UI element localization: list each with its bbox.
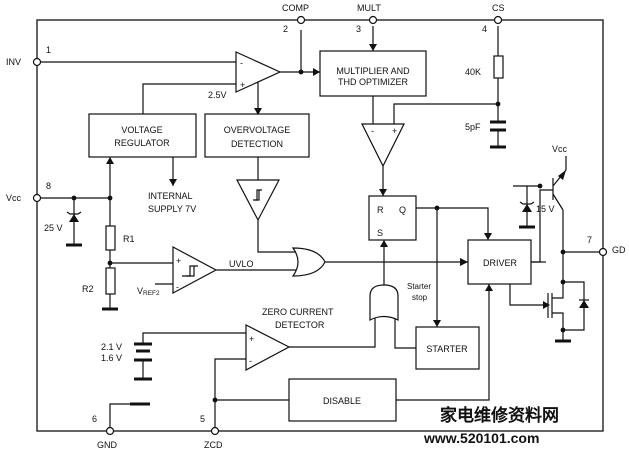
overvoltage-buffer [236,179,280,222]
capacitor-5pf-label: 5pF [465,122,481,132]
overvoltage-label-line1: OVERVOLTAGE [224,125,291,135]
r2-label: R2 [82,284,94,294]
vref2-label: VREF2 [137,286,160,297]
pin-comp-label: COMP [282,3,309,13]
or-gate-starter [369,284,399,321]
pin-gnd: GND 6 [92,414,118,450]
uvlo-comp-minus: - [176,282,179,292]
pin-inv-label: INV [6,57,21,67]
rs-flipflop: R Q S [368,195,417,241]
pin-inv-number: 1 [46,45,51,55]
disable-block: DISABLE [288,378,397,422]
multiplier-label-line2: THD OPTIMIZER [338,77,408,87]
voltage-regulator-label-line1: VOLTAGE [121,125,162,135]
pin-mult-number: 3 [356,24,361,34]
ground-symbols [66,145,571,406]
zcd-comp-plus: + [249,334,254,344]
starter-stop-label-line2: stop [412,293,428,302]
starter-label: STARTER [426,344,468,354]
pin-vcc-label: Vcc [6,193,22,203]
vcc-top-label: Vcc [552,144,568,154]
pin-gnd-label: GND [97,440,118,450]
driver-label: DRIVER [483,258,518,268]
arrowheads [106,44,566,327]
cs-comp-minus: - [371,126,374,136]
pin-gnd-number: 6 [92,414,97,424]
current-sense-comparator: - + [361,123,405,168]
overvoltage-label-line2: DETECTION [231,139,283,149]
pin-vcc: Vcc 8 [6,181,51,203]
chip-outline [36,19,604,432]
flipflop-r-label: R [377,205,384,215]
zener-15v [519,201,535,212]
pin-comp: COMP 2 [282,3,309,34]
zener-25v [66,211,82,222]
overvoltage-detection-block: OVERVOLTAGE DETECTION [204,113,310,158]
internal-supply-line1: INTERNAL [148,191,193,201]
threshold-1v6-label: 1.6 V [101,353,122,363]
multiplier-label-line1: MULTIPLIER AND [336,66,410,76]
zener-25v-label: 25 V [44,223,63,233]
or-gate-uvlo [291,247,326,277]
zener-15v-label: 15 V [536,204,555,214]
mosfet-body-diode [579,299,589,308]
internal-supply-line2: SUPPLY 7V [148,204,196,214]
pin-zcd: ZCD 5 [200,414,223,450]
pin-gd-number: 7 [587,235,592,245]
error-amplifier: - + 2.5V [208,51,282,100]
cs-comp-plus: + [392,126,397,136]
threshold-2v1-label: 2.1 V [101,342,122,352]
reference-2v5-label: 2.5V [208,90,227,100]
disable-label: DISABLE [323,396,361,406]
pin-pads [32,15,608,436]
capacitor-5pf [490,120,506,132]
flipflop-q-label: Q [399,205,406,215]
zcd-comparator: + - [245,324,291,372]
pin-mult: MULT 3 [356,3,381,34]
voltage-regulator-label-line2: REGULATOR [114,138,170,148]
zero-current-label-line2: DETECTOR [275,320,325,330]
watermark-cn: 家电维修资料网 [440,405,559,425]
resistor-40k-label: 40K [465,67,481,77]
threshold-source [134,342,152,362]
pin-comp-number: 2 [283,24,288,34]
r1-label: R1 [123,234,135,244]
pin-gd-label: GD [612,245,626,255]
starter-block: STARTER [415,326,480,370]
zero-current-label-line1: ZERO CURRENT [262,307,334,317]
pin-cs: CS 4 [482,3,505,34]
zcd-comp-minus: - [249,356,252,366]
pin-inv: INV 1 [6,45,51,67]
uvlo-comparator: + - [172,245,218,295]
pin-cs-label: CS [492,3,505,13]
error-amp-minus: - [240,58,243,68]
pin-mult-label: MULT [357,3,381,13]
pin-vcc-number: 8 [46,181,51,191]
junctions [71,69,566,403]
watermark-url: www.520101.com [423,430,539,446]
pin-gd: GD 7 [587,235,626,255]
uvlo-label: UVLO [229,259,254,269]
driver-block: DRIVER [467,239,532,285]
voltage-regulator-block: VOLTAGE REGULATOR [88,113,197,158]
error-amp-plus: + [240,80,245,90]
pin-zcd-label: ZCD [204,440,223,450]
flipflop-s-label: S [377,228,383,238]
uvlo-comp-plus: + [176,256,181,266]
pin-zcd-number: 5 [200,414,205,424]
pin-cs-number: 4 [482,24,487,34]
starter-stop-label-line1: Starter [407,282,431,291]
wiring [37,26,603,431]
multiplier-block: MULTIPLIER AND THD OPTIMIZER [319,50,427,97]
